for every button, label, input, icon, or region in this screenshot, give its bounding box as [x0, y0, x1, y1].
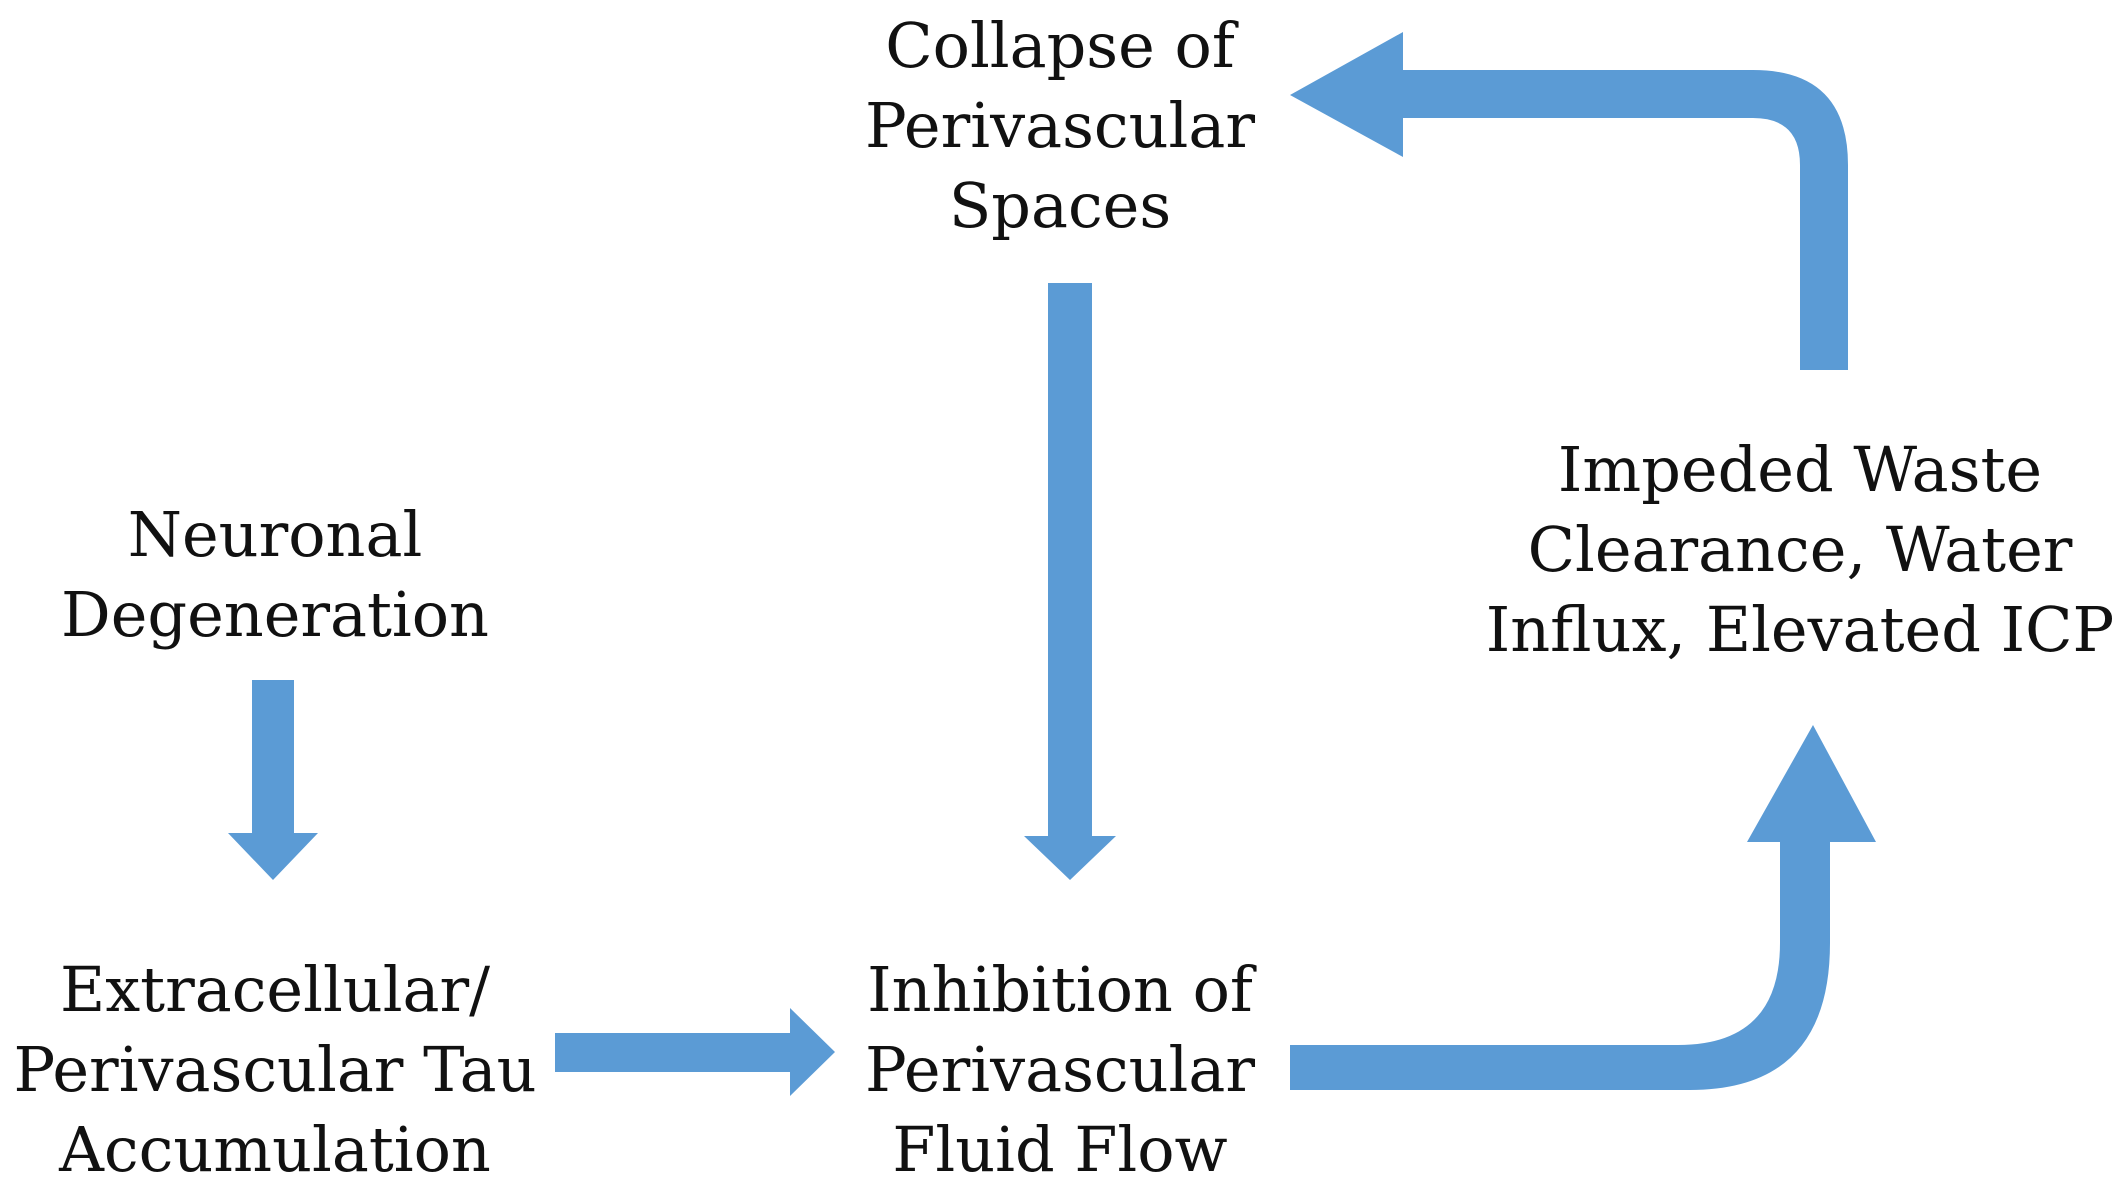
- node-label-line: Extracellular/: [59, 953, 491, 1026]
- node-neuronal-degeneration: Neuronal Degeneration: [40, 495, 510, 655]
- node-impeded-clearance: Impeded Waste Clearance, Water Influx, E…: [1480, 430, 2120, 670]
- arrow-impeded-to-collapse: [1290, 32, 1848, 370]
- node-inhibition-flow: Inhibition of Perivascular Fluid Flow: [840, 950, 1280, 1188]
- node-label-line: Spaces: [948, 169, 1172, 242]
- node-extracellular-tau: Extracellular/ Perivascular Tau Accumula…: [0, 950, 550, 1188]
- node-label-line: Clearance, Water: [1527, 513, 2073, 586]
- node-collapse-perivascular: Collapse of Perivascular Spaces: [840, 6, 1280, 246]
- arrow-tau-to-inhibition: [555, 1008, 835, 1096]
- node-label-line: Impeded Waste: [1557, 433, 2043, 506]
- node-label-line: Accumulation: [59, 1113, 491, 1186]
- node-label-line: Perivascular: [865, 1033, 1255, 1106]
- node-label-line: Influx, Elevated ICP: [1485, 593, 2115, 666]
- node-label-line: Fluid Flow: [892, 1113, 1228, 1186]
- node-label-line: Perivascular Tau: [13, 1033, 537, 1106]
- node-label-line: Perivascular: [865, 89, 1255, 162]
- arrow-collapse-to-inhibition: [1024, 283, 1116, 880]
- arrow-neuronal-to-tau: [228, 680, 318, 880]
- node-label-line: Degeneration: [60, 578, 489, 651]
- node-label-line: Collapse of: [885, 9, 1235, 82]
- node-label-line: Neuronal: [127, 498, 423, 571]
- arrow-inhibition-to-impeded: [1290, 725, 1876, 1090]
- node-label-line: Inhibition of: [867, 953, 1253, 1026]
